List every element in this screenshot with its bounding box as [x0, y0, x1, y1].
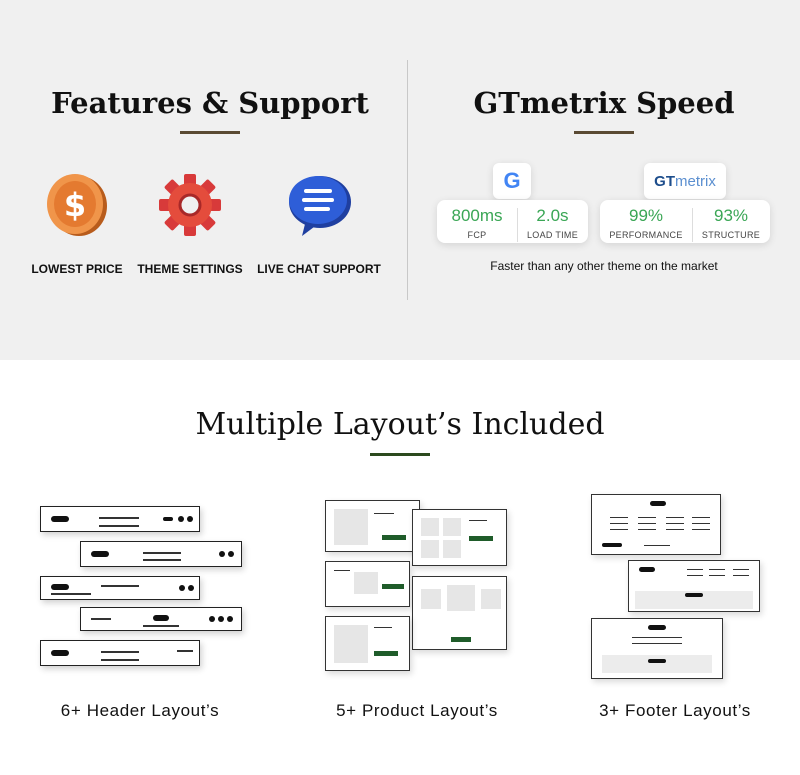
features-title: Features & Support: [51, 86, 369, 120]
load-time-metric: 2.0s LOAD TIME: [517, 206, 588, 240]
feature-label: THEME SETTINGS: [137, 262, 243, 276]
feature-theme-settings: THEME SETTINGS: [120, 172, 260, 276]
metric-value: 93%: [713, 206, 749, 225]
gtmetrix-logo-rest: metrix: [675, 172, 716, 190]
footer-mockup: [591, 494, 721, 555]
svg-text:$: $: [64, 186, 86, 224]
feature-live-chat: LIVE CHAT SUPPORT: [249, 172, 389, 276]
feature-lowest-price: $ LOWEST PRICE: [7, 172, 147, 276]
dollar-coin-icon: $: [47, 174, 107, 236]
product-mockup: [325, 561, 410, 607]
fcp-metric: 800ms FCP: [437, 206, 517, 240]
layouts-title: Multiple Layout’s Included: [195, 407, 605, 442]
metric-label: STRUCTURE: [701, 230, 761, 240]
metric-separator: [517, 208, 518, 242]
structure-metric: 93% STRUCTURE: [692, 206, 770, 240]
gtmetrix-logo: GTmetrix: [654, 173, 716, 190]
header-mockup: [40, 506, 200, 532]
performance-metric: 99% PERFORMANCE: [600, 206, 692, 240]
header-mockup: [80, 607, 242, 631]
gtmetrix-logo-box: GTmetrix: [644, 163, 726, 199]
product-mockup: [325, 500, 420, 552]
google-g-icon: G: [503, 168, 521, 193]
speed-title-underline: [574, 131, 634, 134]
features-title-underline: [180, 131, 240, 134]
feature-label: LIVE CHAT SUPPORT: [257, 262, 381, 276]
header-layouts-label: 6+ Header Layout’s: [60, 701, 220, 720]
google-metrics-card: 800ms FCP 2.0s LOAD TIME: [437, 200, 588, 243]
feature-label: LOWEST PRICE: [31, 262, 123, 276]
speed-title: GTmetrix Speed: [473, 86, 735, 120]
footer-layouts-label: 3+ Footer Layout’s: [599, 701, 751, 720]
footer-mockup: [628, 560, 760, 612]
metric-label: PERFORMANCE: [609, 230, 683, 240]
chat-bubble-icon: [289, 176, 351, 236]
gtmetrix-metrics-card: 99% PERFORMANCE 93% STRUCTURE: [600, 200, 770, 243]
header-mockup: [40, 640, 200, 666]
metric-label: LOAD TIME: [526, 230, 579, 240]
metric-separator: [692, 208, 693, 242]
product-layouts-label: 5+ Product Layout’s: [336, 701, 498, 720]
speed-caption: Faster than any other theme on the marke…: [490, 259, 718, 273]
product-mockup: [325, 616, 410, 671]
gear-icon: [159, 174, 221, 236]
metric-value: 800ms: [451, 206, 503, 225]
footer-mockup: [591, 618, 723, 679]
metric-value: 99%: [628, 206, 664, 225]
google-logo-box: G: [493, 163, 531, 199]
header-mockup: [40, 576, 200, 600]
metric-value: 2.0s: [536, 206, 569, 225]
product-mockup: [412, 509, 507, 566]
section-divider: [407, 60, 408, 300]
metric-label: FCP: [467, 230, 487, 240]
product-mockup: [412, 576, 507, 650]
header-mockup: [80, 541, 242, 567]
gtmetrix-logo-gt: GT: [654, 172, 675, 190]
layouts-title-underline: [370, 453, 430, 456]
